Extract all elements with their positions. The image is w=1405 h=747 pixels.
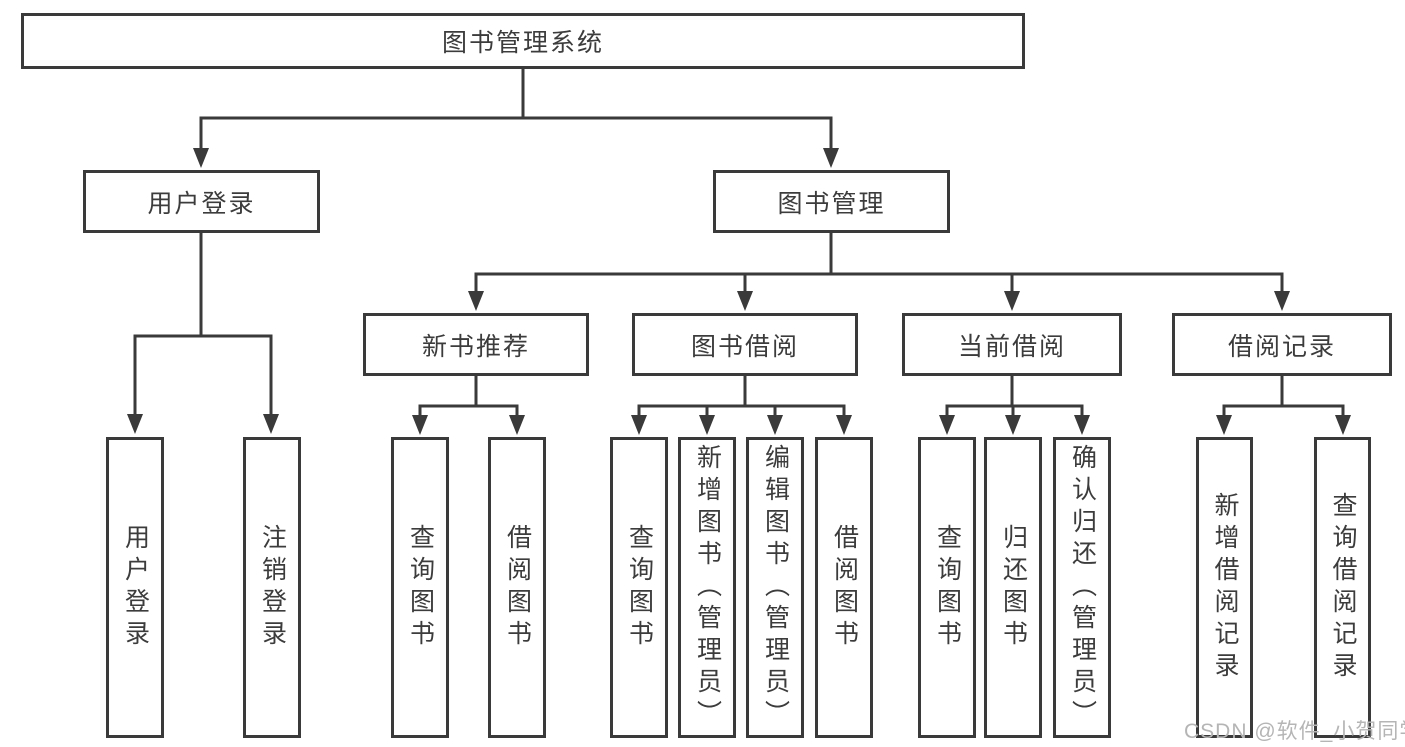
- leaf-add-borrow-record: 新增借阅记录: [1196, 437, 1253, 738]
- leaf-query-borrow-record: 查询借阅记录: [1314, 437, 1371, 738]
- node-library-system: 图书管理系统: [21, 13, 1025, 69]
- leaf-logout-login: 注销登录: [243, 437, 301, 738]
- node-book-management: 图书管理: [713, 170, 950, 233]
- leaf-edit-books-admin: 编辑图书（管理员）: [746, 437, 804, 738]
- connector-user-login-children: [127, 233, 279, 434]
- connector-root-to-level1: [193, 69, 839, 168]
- connector-current-borrowing-children: [939, 376, 1090, 435]
- connector-new-book-children: [412, 376, 525, 435]
- leaf-query-books-borrowing: 查询图书: [610, 437, 668, 738]
- leaf-query-books-current: 查询图书: [918, 437, 976, 738]
- node-new-book-recommendation: 新书推荐: [363, 313, 589, 376]
- leaf-confirm-return-admin: 确认归还（管理员）: [1053, 437, 1111, 738]
- leaf-return-books: 归还图书: [984, 437, 1042, 738]
- connector-book-management-children: [468, 233, 1290, 311]
- leaf-query-books-recommend: 查询图书: [391, 437, 449, 738]
- node-book-borrowing: 图书借阅: [632, 313, 858, 376]
- leaf-borrow-books-borrowing: 借阅图书: [815, 437, 873, 738]
- connector-book-borrowing-children: [631, 376, 852, 435]
- node-current-borrowing: 当前借阅: [902, 313, 1122, 376]
- node-user-login: 用户登录: [83, 170, 320, 233]
- leaf-borrow-books-recommend: 借阅图书: [488, 437, 546, 738]
- connector-borrowing-records-children: [1216, 376, 1351, 435]
- leaf-add-books-admin: 新增图书（管理员）: [678, 437, 736, 738]
- node-borrowing-records: 借阅记录: [1172, 313, 1392, 376]
- leaf-user-login: 用户登录: [106, 437, 164, 738]
